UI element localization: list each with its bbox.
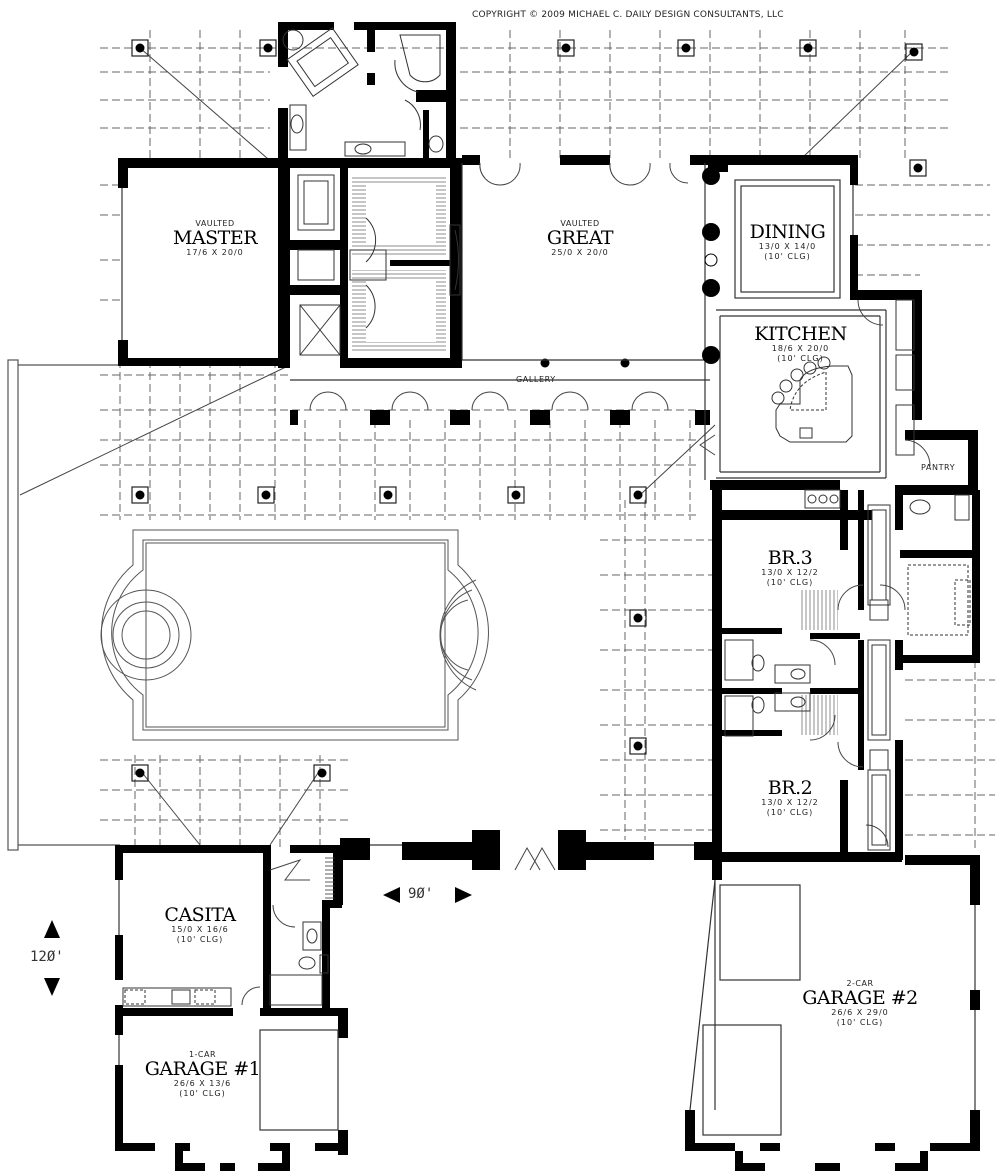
overall-depth-label: 12Ø' [30,949,64,965]
room-size: 13/0 X 12/2 [761,568,819,577]
bath-fixtures [122,489,971,1007]
room-label-kitchen: KITCHEN 18/6 X 20/0 (10' CLG) [748,324,853,363]
casita-closet [325,855,335,900]
room-name: BR.3 [767,547,813,569]
room-size: 13/0 X 12/2 [761,798,819,807]
br3-closet [800,590,838,630]
copyright-notice: COPYRIGHT © 2009 MICHAEL C. DAILY DESIGN… [472,10,784,20]
room-ceiling: (10' CLG) [766,808,814,817]
room-ceiling: (10' CLG) [764,252,811,261]
room-ceiling: (10' CLG) [777,354,824,363]
arrow-left-icon [383,887,400,903]
room-ceiling: (10' CLG) [766,578,814,587]
room-prefix: 1-CAR [188,1050,217,1059]
room-label-great: VAULTED GREAT 25/0 X 20/0 [525,220,635,257]
room-size: 25/0 X 20/0 [551,248,609,257]
arrow-right-icon [455,887,472,903]
room-label-br2: BR.2 13/0 X 12/2 (10' CLG) [740,778,840,817]
room-name: GARAGE #2 [802,987,918,1009]
room-size: 26/6 X 13/6 [173,1079,232,1088]
room-ceiling: (10' CLG) [179,1089,226,1098]
room-ceiling: (10' CLG) [836,1018,884,1027]
room-prefix: 2-CAR [846,979,874,988]
room-label-garage2: 2-CAR GARAGE #2 26/6 X 29/0 (10' CLG) [795,980,925,1027]
arrow-up-icon [44,920,60,938]
room-name: BR.2 [767,777,813,799]
courtyard-outline [7,359,120,851]
room-ceiling: (10' CLG) [176,935,224,944]
room-size: 26/6 X 29/0 [831,1008,889,1017]
room-label-dining: DINING 13/0 X 14/0 (10' CLG) [740,222,835,261]
doors [241,162,931,1006]
walls [115,155,980,1171]
room-label-pantry: PANTRY [921,463,956,472]
kitchen-island [771,299,915,456]
room-prefix: VAULTED [560,219,600,228]
thin-walls [118,163,976,1136]
walk-in-closets [297,174,461,356]
room-name: GREAT [546,227,614,249]
room-name: DINING [749,221,826,243]
room-size: 13/0 X 14/0 [758,242,817,251]
room-name: MASTER [172,227,258,249]
room-name: CASITA [164,904,236,926]
room-name: KITCHEN [754,323,847,345]
master-bath [278,22,456,163]
room-label-master: VAULTED MASTER 17/6 X 20/0 [160,220,270,257]
room-label-gallery: GALLERY [516,375,556,384]
pool [100,529,489,741]
columns [131,39,927,782]
room-label-casita: CASITA 15/0 X 16/6 (10' CLG) [145,905,255,944]
room-label-garage1: 1-CAR GARAGE #1 26/6 X 13/6 (10' CLG) [135,1051,270,1098]
arrow-down-icon [44,978,60,996]
room-name: GARAGE #1 [144,1058,261,1080]
br2-closet [800,695,838,735]
room-size: 17/6 X 20/0 [186,248,244,257]
overall-width-label: 9Ø' [408,886,434,902]
pergola-beams [100,30,995,850]
great-room-columns [702,167,720,364]
room-prefix: VAULTED [195,219,235,228]
room-label-br3: BR.3 13/0 X 12/2 (10' CLG) [740,548,840,587]
roof-hip-lines [19,47,913,846]
room-size: 18/6 X 20/0 [771,344,830,353]
dimension-arrows [44,887,472,996]
room-size: 15/0 X 16/6 [171,925,229,934]
